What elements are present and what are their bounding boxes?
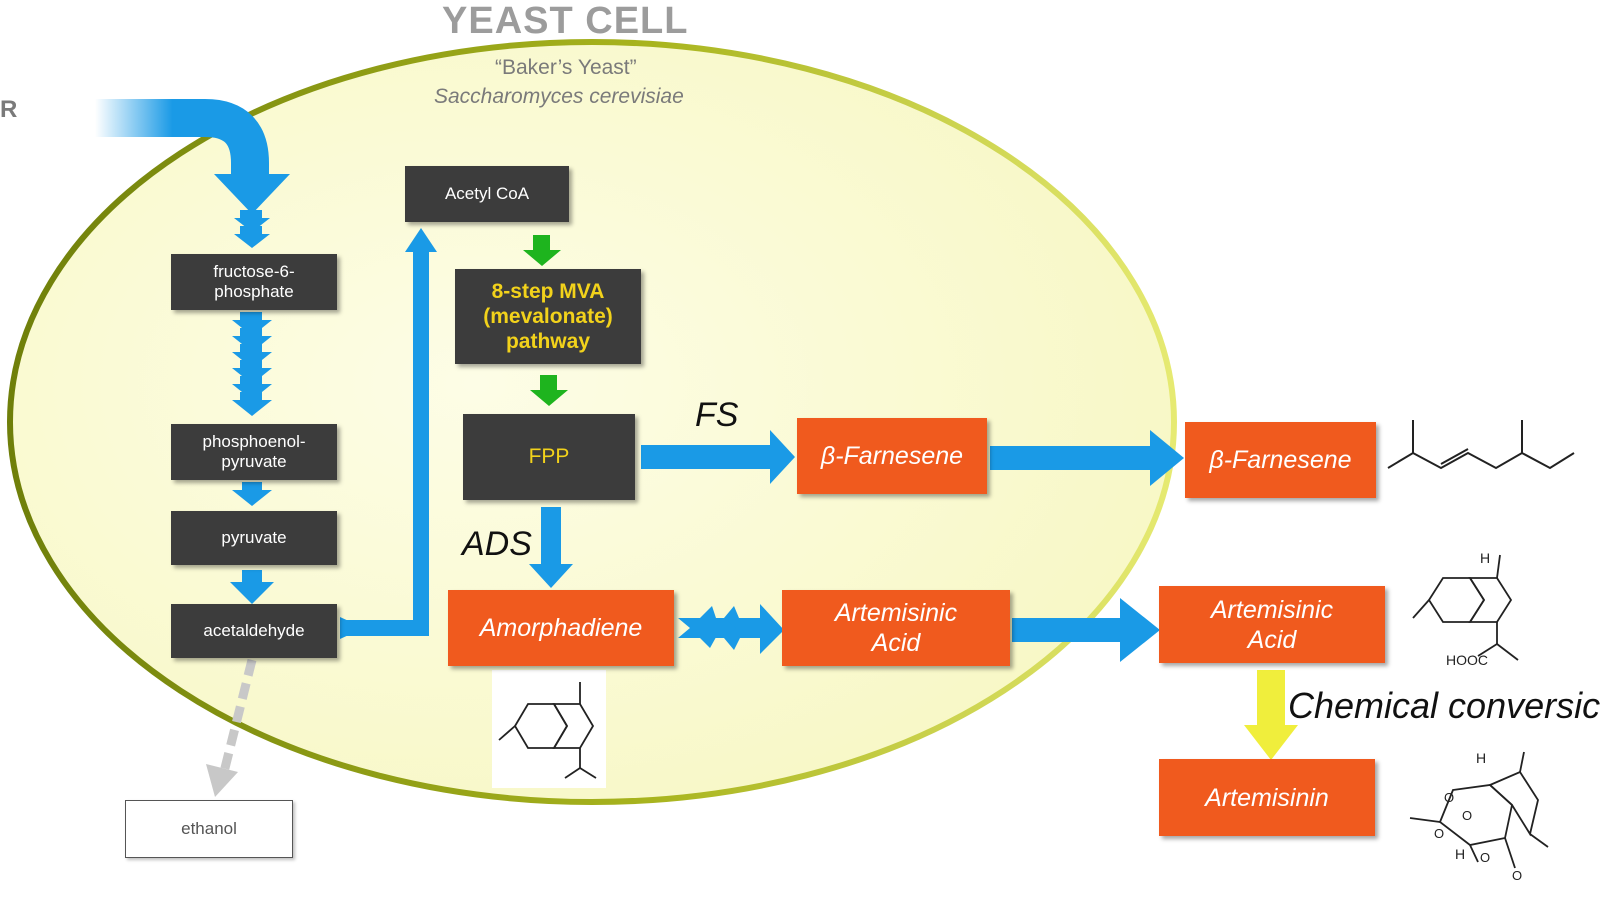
box-beta-farnesene-product: β-Farnesene: [1185, 422, 1376, 498]
cell-title: YEAST CELL: [442, 0, 689, 42]
glycolysis-chevrons-2: [232, 312, 272, 416]
enzyme-ads-label: ADS: [462, 525, 532, 563]
artemisinin-h-top-label: H: [1476, 750, 1487, 766]
farnesene-structure: [1387, 420, 1575, 470]
chemical-conversion-label: Chemical conversic: [1288, 685, 1600, 726]
arrow-amorphadiene-to-artemisinic: [678, 604, 784, 654]
artemisinic-out-line-1: Artemisinic: [1210, 595, 1334, 624]
box-amorphadiene: Amorphadiene: [448, 590, 674, 666]
cell-species-name: Saccharomyces cerevisiae: [434, 85, 684, 108]
enzyme-fs-label: FS: [695, 396, 739, 434]
arrow-acetylcoa-to-mva: [523, 235, 561, 266]
pep-line-2: pyruvate: [221, 452, 287, 471]
artemisinic-in-line-2: Acid: [871, 629, 921, 657]
arrow-fpp-to-farnesene: [641, 430, 795, 484]
box-acetyl-coa: Acetyl CoA: [405, 166, 569, 222]
box-ethanol: ethanol: [125, 800, 293, 858]
arrow-farnesene-export: [990, 430, 1184, 486]
box-artemisinic-acid-product: Artemisinic Acid: [1159, 586, 1385, 663]
box-mva-pathway: 8-step MVA (mevalonate) pathway: [455, 269, 641, 364]
amorphadiene-structure: [498, 682, 597, 779]
box-artemisinin: Artemisinin: [1159, 759, 1375, 836]
pep-line-1: phosphoenol-: [202, 431, 306, 451]
arrow-pep-to-pyruvate: [232, 482, 272, 506]
artemisinic-out-line-2: Acid: [1247, 625, 1297, 654]
cell-common-name: “Baker’s Yeast”: [495, 56, 637, 79]
box-pyruvate: pyruvate: [171, 511, 337, 565]
artemisinin-o5-label: O: [1512, 868, 1523, 883]
mva-line-3: pathway: [505, 330, 591, 354]
artemisinic-acid-structure: [1412, 554, 1519, 661]
mva-line-1: 8-step MVA: [491, 279, 605, 303]
artemisinin-structure: [1409, 751, 1549, 869]
artemisinin-o4-label: O: [1480, 850, 1491, 865]
artemisinin-o3-label: O: [1434, 826, 1445, 841]
fructose-line-1: fructose-6-: [213, 261, 295, 281]
arrow-fpp-to-amorphadiene: [529, 507, 573, 588]
artemisinic-h-label: H: [1480, 550, 1491, 566]
box-beta-farnesene-intracellular: β-Farnesene: [797, 418, 987, 494]
artemisinic-hooc-label: HOOC: [1446, 652, 1488, 668]
arrow-pyruvate-to-acetaldehyde: [230, 570, 274, 604]
mva-line-2: (mevalonate): [483, 304, 613, 328]
arrow-mva-to-fpp: [530, 375, 568, 406]
left-edge-text: R: [0, 96, 18, 123]
arrow-acetaldehyde-to-acetylcoa: [340, 228, 437, 639]
box-artemisinic-acid-intracellular: Artemisinic Acid: [782, 590, 1010, 666]
sugar-inflow-arrow: [95, 99, 290, 214]
artemisinin-o2-label: O: [1462, 808, 1473, 823]
arrow-chemical-conversion: [1244, 670, 1298, 760]
arrow-acetaldehyde-to-ethanol: [206, 658, 257, 797]
fructose-line-2: phosphate: [214, 282, 294, 301]
box-fpp: FPP: [463, 414, 635, 500]
artemisinin-h-bottom-label: H: [1455, 846, 1466, 862]
artemisinic-in-line-1: Artemisinic: [834, 599, 958, 627]
glycolysis-chevrons-1: [234, 210, 270, 248]
box-fructose-6-phosphate: fructose-6- phosphate: [171, 254, 337, 310]
box-acetaldehyde: acetaldehyde: [171, 604, 337, 658]
amorphadiene-structure-panel: [492, 670, 606, 788]
box-phosphoenolpyruvate: phosphoenol- pyruvate: [171, 424, 337, 480]
arrow-artemisinic-export: [1012, 598, 1160, 662]
artemisinin-o1-label: O: [1444, 790, 1455, 805]
